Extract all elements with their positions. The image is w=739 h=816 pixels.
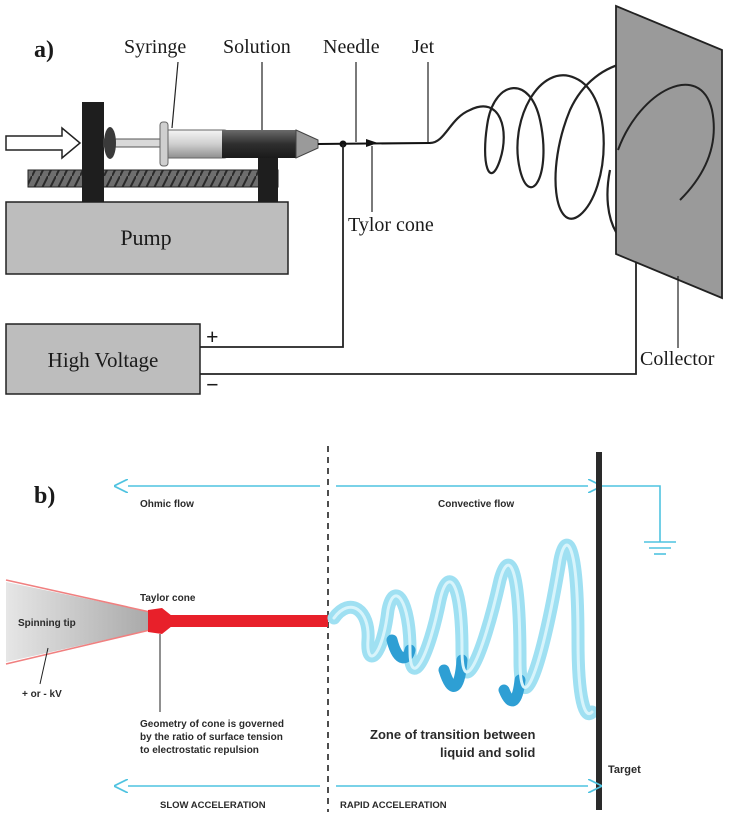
syringe-label: Syringe (124, 36, 186, 58)
panel-b-label: b) (34, 483, 55, 509)
rapid-acceleration-label: RAPID ACCELERATION (340, 800, 447, 811)
lead-screw (27, 169, 279, 188)
syringe-leader (171, 61, 179, 129)
zone-line-2: liquid and solid (440, 745, 535, 760)
red-jet (170, 615, 328, 627)
ohmic-flow-label: Ohmic flow (140, 499, 194, 510)
high-voltage-box (5, 323, 201, 395)
convective-flow-label: Convective flow (438, 499, 514, 510)
needle-label: Needle (323, 36, 380, 58)
spinning-tip-label: Spinning tip (18, 618, 76, 629)
target-label: Target (608, 764, 641, 776)
solution-label: Solution (223, 36, 291, 58)
tylor-cone-label: Tylor cone (348, 214, 434, 236)
zone-line-1: Zone of transition between (370, 727, 535, 742)
tip-edge-bottom (5, 629, 151, 665)
collector-label: Collector (640, 348, 715, 370)
taylor-cone-label: Taylor cone (140, 593, 196, 604)
spinning-tip (6, 582, 150, 662)
panel-b: b) Ohmic flow Convective flow Spinning t… (5, 446, 676, 812)
kv-label: + or - kV (22, 689, 62, 700)
target-plate (596, 452, 602, 810)
geometry-line-2: by the ratio of surface tension (140, 732, 283, 743)
panel-a-label: a) (34, 37, 54, 63)
plus-terminal-label: + (206, 324, 219, 349)
whipping-spiral (327, 538, 599, 721)
collector-fiber-overlay (617, 83, 715, 201)
geometry-line-1: Geometry of cone is governed (140, 719, 284, 730)
geometry-line-3: to electrostatic repulsion (140, 745, 259, 756)
panel-a: a) Pump Syri (5, 4, 723, 397)
negative-wire (200, 262, 637, 375)
solution-reservoir (222, 130, 296, 158)
pump-label: Pump (120, 225, 171, 250)
push-arrow-icon (5, 126, 82, 160)
pump-post-left (82, 102, 104, 202)
kv-leader (39, 647, 49, 685)
taylor-cone (148, 608, 172, 634)
positive-wire (200, 144, 344, 348)
minus-terminal-label: − (206, 372, 219, 397)
plunger-head (104, 127, 116, 159)
ground-wire (602, 485, 661, 542)
syringe-barrel (159, 129, 231, 159)
high-voltage-label: High Voltage (48, 348, 159, 372)
syringe-tip (295, 129, 319, 159)
tip-edge-top (5, 579, 151, 613)
slow-acceleration-label: SLOW ACCELERATION (160, 800, 266, 811)
pump-post-right (258, 145, 278, 202)
tylor-cone-marker (366, 139, 378, 147)
pump-base (5, 201, 289, 275)
collector-plate (615, 4, 723, 300)
syringe-flange (159, 121, 169, 167)
jet-label: Jet (412, 36, 435, 58)
